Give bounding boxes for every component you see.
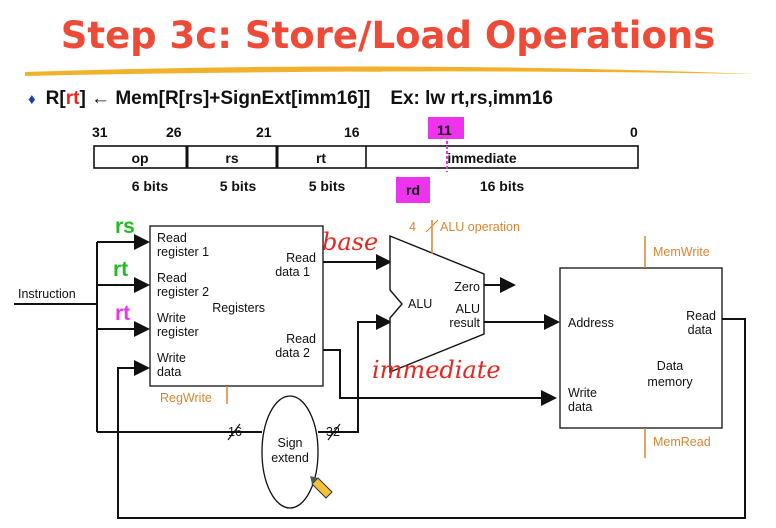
bit-number: 11 <box>437 122 452 138</box>
read-data-1-label: Read <box>286 251 316 265</box>
rtl-statement: ♦ R[rt] ← Mem[R[rs]+SignExt[imm16]] Ex: lw… <box>28 88 553 110</box>
read-data-1-label: data 1 <box>275 265 310 279</box>
regwrite-label: RegWrite <box>160 391 212 405</box>
read-register-1-label: register 1 <box>157 245 209 259</box>
rtl-dest-reg: rt <box>65 88 80 109</box>
sign-extend-label: extend <box>271 451 309 465</box>
rtl-dest-prefix: R[ <box>45 88 66 109</box>
write-data-label: Write <box>157 351 186 365</box>
rd-label: rd <box>406 182 420 198</box>
sign-extend-label: Sign <box>277 436 302 450</box>
alu-label: ALU <box>408 297 432 311</box>
memory-read-data-label: data <box>688 323 712 337</box>
sign-extend-unit <box>261 395 319 509</box>
field-immediate: immediate <box>447 150 516 166</box>
write-data-label: data <box>157 365 181 379</box>
rtl-expression: ] ← Mem[R[rs]+SignExt[imm16]] <box>79 88 371 109</box>
data-memory-label: memory <box>647 375 693 389</box>
rtl-example: Ex: lw rt,rs,imm16 <box>390 88 553 109</box>
memwrite-label: MemWrite <box>653 245 710 259</box>
title-underline <box>25 66 755 76</box>
read-register-2-label: register 2 <box>157 285 209 299</box>
bullet-icon: ♦ <box>28 91 36 108</box>
slide-title: Step 3c: Store/Load Operations <box>60 14 716 57</box>
rt-input-label: rt <box>113 258 128 281</box>
field-rt: rt <box>316 150 326 166</box>
field-op: op <box>131 150 148 166</box>
pencil-icon <box>310 476 333 499</box>
register-file <box>149 225 324 387</box>
write-register-label: Write <box>157 311 186 325</box>
rd-highlight <box>396 177 430 203</box>
instruction-label: Instruction <box>18 287 76 301</box>
alu-control-width: 4 <box>409 220 416 234</box>
write-register-label: register <box>157 325 199 339</box>
bit-number: 31 <box>92 124 108 140</box>
field-width: 5 bits <box>309 178 346 194</box>
sign-extend-output-width: 32 <box>326 425 340 439</box>
field-rs: rs <box>225 150 238 166</box>
memory-read-data-label: Read <box>686 309 716 323</box>
read-register-2-label: Read <box>157 271 187 285</box>
address-label: Address <box>568 316 614 330</box>
registers-label: Registers <box>212 301 265 315</box>
alu-operation-label: ALU operation <box>440 220 520 234</box>
bit-number: 0 <box>630 124 638 140</box>
memory-write-data-label: data <box>568 400 592 414</box>
read-data-2-label: data 2 <box>275 346 310 360</box>
rs-input-label: rs <box>115 215 135 238</box>
data-memory <box>559 267 723 429</box>
memread-label: MemRead <box>653 435 711 449</box>
data-memory-label: Data <box>657 359 683 373</box>
bit-number: 26 <box>166 124 182 140</box>
field-width: 5 bits <box>220 178 257 194</box>
rt-write-label: rt <box>115 302 130 325</box>
alu-result-label: ALU <box>456 302 480 316</box>
base-annotation: base <box>322 228 378 256</box>
zero-label: Zero <box>454 280 480 294</box>
bit-number: 21 <box>256 124 272 140</box>
bit-11-highlight <box>428 117 464 139</box>
bit-number: 16 <box>344 124 360 140</box>
alu-result-label: result <box>449 316 480 330</box>
memory-write-data-label: Write <box>568 386 597 400</box>
alu <box>389 234 485 374</box>
immediate-annotation: immediate <box>372 356 501 384</box>
read-data-2-label: Read <box>286 332 316 346</box>
field-width: 16 bits <box>480 178 525 194</box>
field-width: 6 bits <box>132 178 169 194</box>
sign-extend-input-width: 16 <box>228 425 242 439</box>
read-register-1-label: Read <box>157 231 187 245</box>
